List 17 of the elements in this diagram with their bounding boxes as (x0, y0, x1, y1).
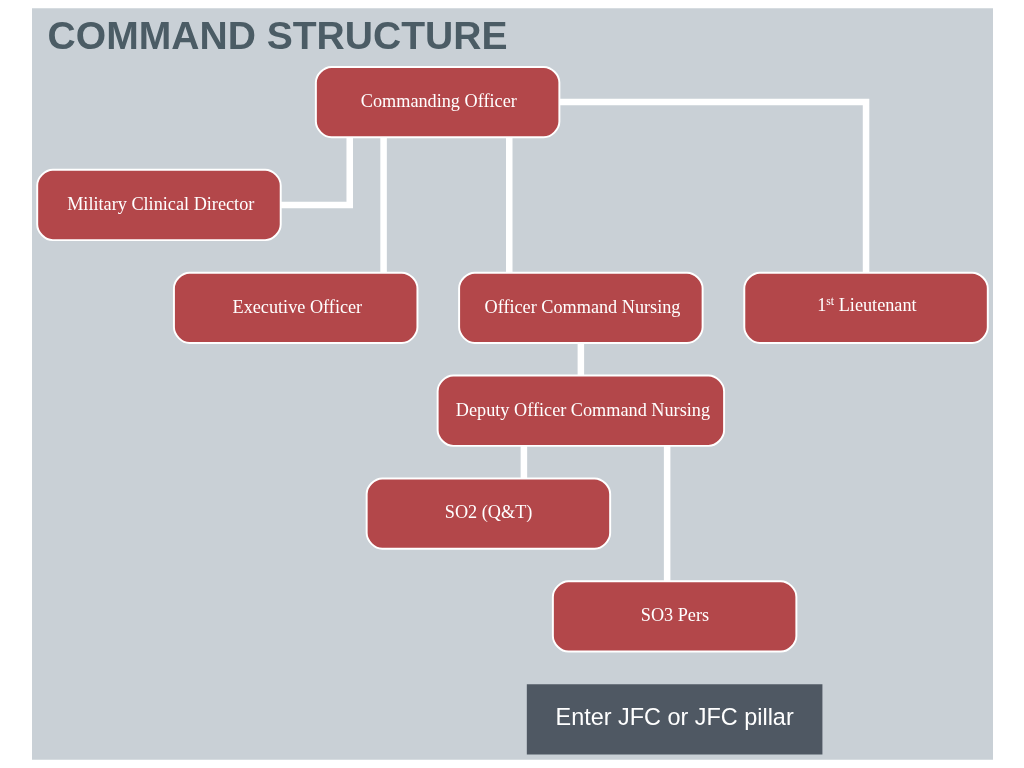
node-box: Deputy Officer Command Nursing (436, 374, 725, 447)
connector (280, 137, 353, 209)
connector (559, 98, 869, 273)
diagram-title: COMMAND STRUCTURE (47, 13, 507, 57)
node-box: Officer Command Nursing (457, 271, 704, 344)
label: Enter JFC or JFC pillar (555, 704, 794, 731)
connector (505, 137, 512, 273)
node-box: Executive Officer (172, 271, 418, 344)
connector (663, 446, 670, 582)
node-box: SO2 (Q&T) (365, 477, 611, 550)
connector (520, 446, 527, 479)
node-box: SO3 Pers (551, 580, 797, 653)
node-box: Military Clinical Director (35, 168, 282, 242)
node-box: Commanding Officer (314, 65, 560, 139)
connector (577, 343, 584, 376)
connector (379, 137, 387, 273)
node-box: 1$^{st}$ Lieutenant (742, 271, 989, 344)
